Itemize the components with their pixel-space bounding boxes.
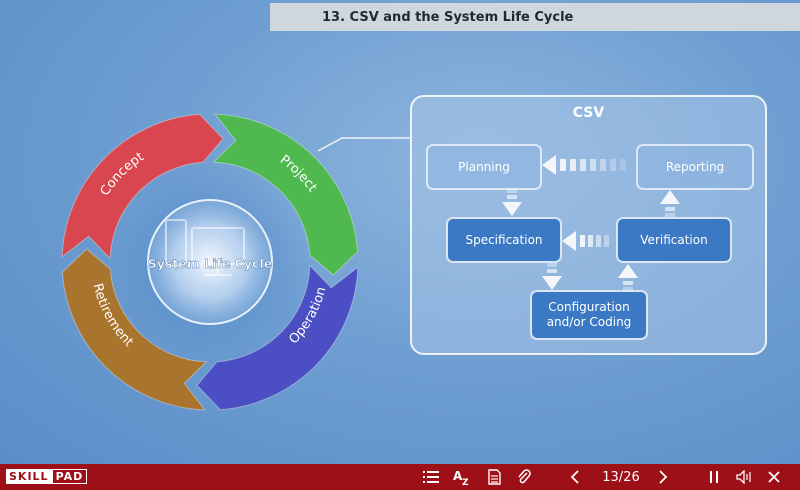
page-indicator: 13/26 xyxy=(602,469,640,485)
arrow-reporting-to-planning xyxy=(542,155,626,175)
close-icon[interactable] xyxy=(764,467,784,487)
audio-icon[interactable] xyxy=(734,467,756,487)
attachment-icon[interactable] xyxy=(514,467,534,487)
life-cycle-diagram: Concept Project Operation Retirement Sys… xyxy=(61,113,359,411)
svg-text:A: A xyxy=(453,469,463,483)
step-config-line1: Configuration xyxy=(548,300,630,314)
csv-panel: CSV Planning Reporting Specification Ver… xyxy=(410,95,767,355)
cycle-arrow-shape xyxy=(61,248,208,411)
slide-title: 13. CSV and the System Life Cycle xyxy=(270,3,800,31)
step-reporting: Reporting xyxy=(636,144,754,190)
document-icon[interactable] xyxy=(484,467,504,487)
step-planning: Planning xyxy=(426,144,542,190)
arrow-configuration-to-verification xyxy=(618,264,638,291)
step-verification: Verification xyxy=(616,217,732,263)
prev-icon[interactable] xyxy=(564,467,586,487)
cycle-segment-project xyxy=(212,113,359,276)
center-label: System Life Cycle xyxy=(148,256,272,271)
step-config-line2: and/or Coding xyxy=(546,315,632,329)
cycle-arrow-shape xyxy=(61,113,224,260)
skillpad-logo: SKILL PAD xyxy=(6,469,88,484)
menu-icon[interactable] xyxy=(420,467,442,487)
arrow-verification-to-reporting xyxy=(660,190,680,217)
computer-icon xyxy=(165,219,245,276)
pause-icon[interactable] xyxy=(704,467,724,487)
center-circle xyxy=(147,199,273,325)
step-configuration-coding: Configuration and/or Coding xyxy=(530,290,648,340)
arrow-specification-to-configuration xyxy=(542,263,562,290)
logo-part-pad: PAD xyxy=(51,469,88,484)
cycle-segment-concept xyxy=(61,113,224,260)
cycle-segment-operation xyxy=(196,264,359,411)
svg-text:Z: Z xyxy=(462,478,469,486)
csv-title: CSV xyxy=(572,105,605,121)
cycle-arrow-shape xyxy=(212,113,359,276)
arrow-verification-to-specification xyxy=(562,231,609,251)
cycle-segment-retirement xyxy=(61,248,208,411)
cycle-arrow-shape xyxy=(196,264,359,411)
step-specification: Specification xyxy=(446,217,562,263)
next-icon[interactable] xyxy=(652,467,674,487)
arrow-planning-to-specification xyxy=(502,189,522,216)
slide-stage: 13. CSV and the System Life Cycle xyxy=(0,0,800,464)
logo-part-skill: SKILL xyxy=(6,469,52,484)
